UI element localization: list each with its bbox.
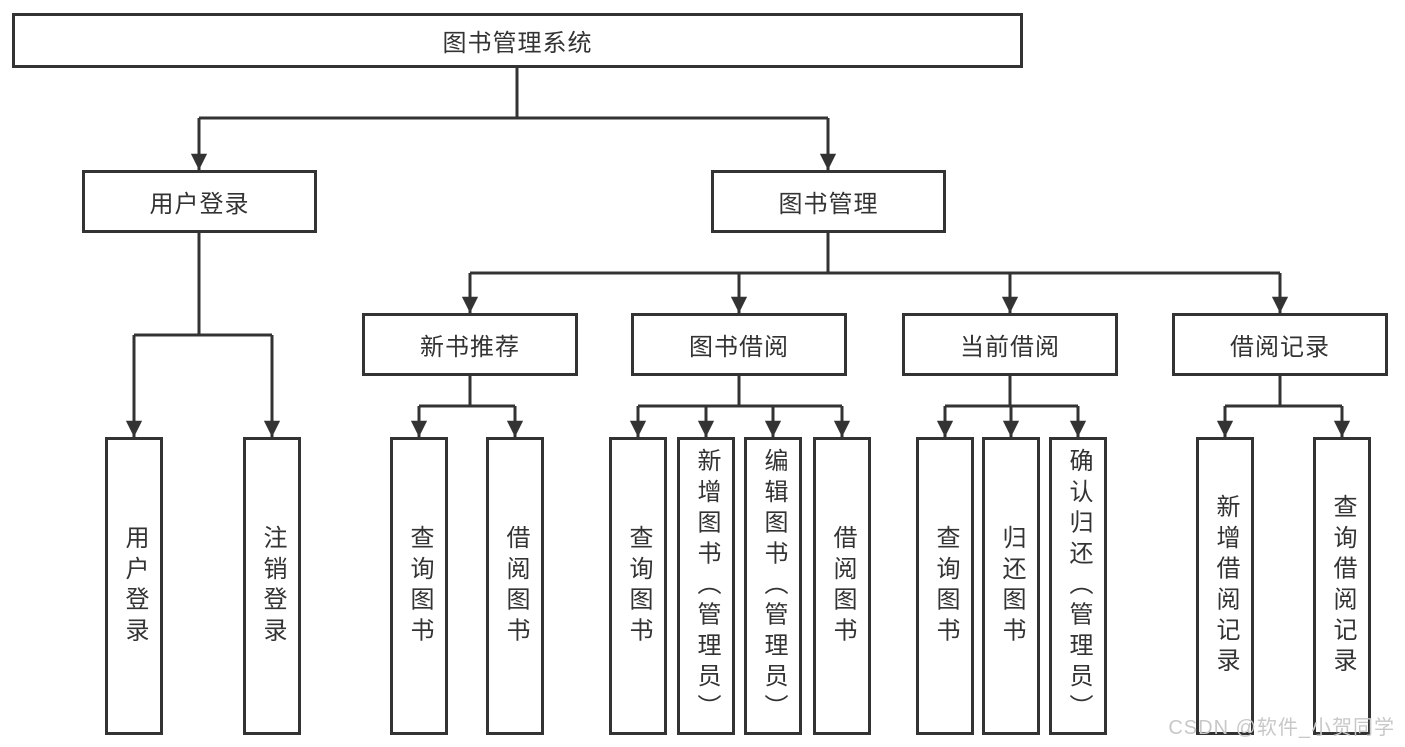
flowchart-leaf-add-borrow-record: 新增借阅记录 [1196, 437, 1254, 735]
flowchart-leaf-confirm-return-admin: 确认归还（管理员） [1049, 437, 1107, 735]
flowchart-leaf-borrow-books: 借阅图书 [813, 437, 871, 735]
flowchart-leaf-query-books-current: 查询图书 [916, 437, 974, 735]
edge-root-to-level2 [190, 68, 837, 170]
flowchart-leaf-borrow-books-recommend: 借阅图书 [486, 437, 544, 735]
leaf-label: 查询图书 [932, 524, 959, 648]
leaf-label: 借阅图书 [502, 524, 529, 648]
leaf-label: 归还图书 [998, 524, 1025, 648]
leaf-label: 确认归还（管理员） [1065, 447, 1092, 725]
flowchart-leaf-query-books-recommend: 查询图书 [390, 437, 448, 735]
leaf-label: 注销登录 [259, 524, 286, 648]
flowchart-node-new-book-recommend: 新书推荐 [362, 313, 578, 376]
flowchart-leaf-edit-books-admin: 编辑图书（管理员） [744, 437, 802, 735]
leaf-label: 查询图书 [625, 524, 652, 648]
leaf-label: 编辑图书（管理员） [760, 447, 787, 725]
flowchart-leaf-logout: 注销登录 [243, 437, 301, 735]
flowchart-node-user-login: 用户登录 [82, 170, 317, 233]
leaf-label: 新增借阅记录 [1212, 493, 1239, 679]
edge-user-login-to-leaves [125, 233, 281, 437]
flowchart-node-current-borrow: 当前借阅 [902, 313, 1118, 376]
edge-borrow-records-to-leaves [1216, 376, 1351, 437]
edge-new-book-recommend-to-leaves [410, 376, 524, 437]
edge-book-management-to-level3 [461, 233, 1289, 313]
flowchart-node-book-management: 图书管理 [711, 170, 946, 233]
flowchart-leaf-return-books: 归还图书 [982, 437, 1040, 735]
leaf-label: 借阅图书 [829, 524, 856, 648]
flowchart-node-root: 图书管理系统 [12, 13, 1023, 68]
leaf-label: 查询借阅记录 [1329, 493, 1356, 679]
edge-book-borrow-to-leaves [629, 376, 851, 437]
flowchart-node-book-borrow: 图书借阅 [631, 313, 847, 376]
flowchart-leaf-query-books-borrow: 查询图书 [609, 437, 667, 735]
leaf-label: 查询图书 [406, 524, 433, 648]
edge-current-borrow-to-leaves [936, 376, 1087, 437]
leaf-label: 用户登录 [121, 524, 148, 648]
flowchart-leaf-user-login: 用户登录 [105, 437, 163, 735]
flowchart-node-borrow-records: 借阅记录 [1172, 313, 1388, 376]
flowchart-leaf-add-books-admin: 新增图书（管理员） [677, 437, 735, 735]
csdn-watermark: CSDN @软件_小贺同学 [1168, 717, 1395, 739]
flowchart-leaf-query-borrow-record: 查询借阅记录 [1313, 437, 1371, 735]
leaf-label: 新增图书（管理员） [693, 447, 720, 725]
